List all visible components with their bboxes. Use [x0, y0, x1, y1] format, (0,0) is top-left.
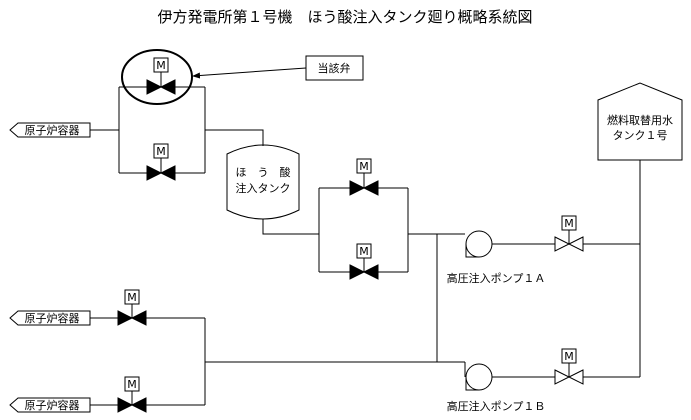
- fuel-tank-label-line1: 燃料取替用水: [607, 113, 673, 127]
- pump-b-label: 高圧注入ポンプ１Ｂ: [447, 399, 546, 413]
- middle-valve-loop: [318, 187, 465, 273]
- motor-label: M: [127, 378, 137, 391]
- reactor-vessel-label: 原子炉容器: [25, 311, 80, 325]
- subject-valve-highlight: [121, 49, 193, 105]
- diagram-title: 伊方発電所第１号機 ほう酸注入タンク廻り概略系統図: [157, 8, 532, 26]
- valve-middle-top: M: [349, 158, 379, 196]
- reactor-vessel-bottom: 原子炉容器: [9, 397, 91, 413]
- callout-label: 当該弁: [318, 61, 351, 75]
- reactor-vessel-top: 原子炉容器: [9, 122, 91, 138]
- valve-middle-bottom: M: [349, 243, 379, 280]
- subject-valve-upper: M: [146, 57, 176, 95]
- motor-label: M: [127, 291, 137, 304]
- pump-1b: 高圧注入ポンプ１Ｂ: [447, 363, 546, 413]
- reactor-vessel-middle: 原子炉容器: [9, 310, 91, 326]
- tank-label-line1: ほ う 酸: [236, 165, 291, 179]
- refueling-water-tank: 燃料取替用水 タンク１号: [597, 82, 683, 161]
- pump-1a: 高圧注入ポンプ１Ａ: [447, 230, 546, 285]
- motor-label: M: [156, 59, 166, 72]
- fuel-tank-label-line2: タンク１号: [613, 129, 668, 142]
- motor-label: M: [564, 350, 574, 363]
- valve-upper-loop-bottom: M: [146, 143, 176, 181]
- reactor-vessel-label: 原子炉容器: [25, 123, 80, 137]
- motor-label: M: [156, 145, 166, 158]
- valve-pump-b-suction: M: [554, 348, 584, 385]
- valve-pump-a-suction: M: [554, 215, 584, 252]
- callout: 当該弁: [192, 55, 364, 81]
- pump-a-label: 高圧注入ポンプ１Ａ: [447, 271, 546, 285]
- motor-label: M: [564, 217, 574, 230]
- tank-label-line2: 注入タンク: [236, 181, 291, 195]
- motor-label: M: [359, 245, 369, 258]
- boric-acid-tank: ほ う 酸 注入タンク: [226, 144, 300, 220]
- reactor-vessel-label: 原子炉容器: [25, 398, 80, 412]
- valve-lower-top: M: [117, 289, 147, 326]
- motor-label: M: [359, 160, 369, 173]
- valve-lower-bottom: M: [117, 376, 147, 413]
- callout-box: [305, 55, 364, 81]
